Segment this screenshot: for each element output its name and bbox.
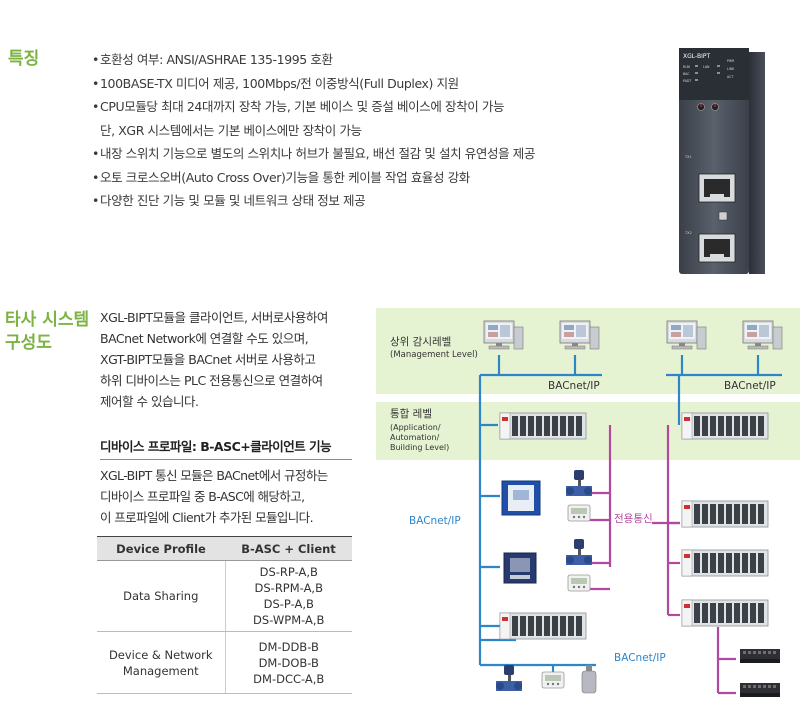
system-title-line2: 구성도 bbox=[5, 333, 52, 353]
table-cell: Data Sharing bbox=[97, 560, 226, 632]
valve-icon bbox=[566, 470, 592, 496]
xgl-bipt-module-image: XGL-BIPT RUN BAC PADT LAN PWR LINK ACT T… bbox=[679, 48, 765, 274]
svg-text:(Application/: (Application/ bbox=[390, 423, 441, 432]
plc-rack-icon bbox=[499, 412, 587, 440]
plc-rack-icon bbox=[681, 549, 769, 577]
thermostat-icon bbox=[541, 671, 565, 689]
feature-item: •호환성 여부: ANSI/ASHRAE 135-1995 호환 bbox=[92, 52, 333, 67]
management-level-label: 상위 감시레벨 bbox=[390, 335, 451, 348]
bacnet-ip-lines bbox=[478, 355, 782, 679]
automation-level-label: 통합 레벨 bbox=[390, 408, 432, 420]
features-list: •호환성 여부: ANSI/ASHRAE 135-1995 호환 •100BAS… bbox=[92, 48, 612, 213]
management-level-sub: (Management Level) bbox=[390, 350, 478, 360]
plc-rack-icon bbox=[499, 612, 587, 640]
svg-text:LAN: LAN bbox=[703, 65, 710, 69]
feature-item: •100BASE-TX 미디어 제공, 100Mbps/전 이중방식(Full … bbox=[92, 75, 459, 91]
table-header-row: Device Profile B-ASC + Client bbox=[97, 536, 352, 561]
svg-text:PADT: PADT bbox=[683, 79, 691, 83]
bacnet-ip-label: BACnet/IP bbox=[409, 515, 461, 527]
port1-label: TX1 bbox=[684, 155, 692, 159]
port2-label: TX2 bbox=[684, 231, 692, 235]
profile-description: XGL-BIPT 통신 모듈은 BACnet에서 규정하는 디바이스 프로파일 … bbox=[100, 468, 328, 525]
svg-text:Automation/: Automation/ bbox=[390, 433, 440, 442]
svg-text:PWR: PWR bbox=[727, 59, 735, 63]
table-row: Device & Network Management DM-DDB-B DM-… bbox=[97, 631, 352, 694]
table-cell: DM-DDB-B DM-DOB-B DM-DCC-A,B bbox=[225, 631, 352, 694]
device-profile-table: Device Profile B-ASC + Client Data Shari… bbox=[97, 536, 352, 694]
table-cell: Device & Network Management bbox=[97, 631, 226, 694]
table-header: B-ASC + Client bbox=[225, 536, 352, 561]
system-description: XGL-BIPT모듈을 클라이언트, 서버로사용하여 BACnet Networ… bbox=[100, 310, 328, 409]
system-title: 타사 시스템 구성도 bbox=[5, 309, 89, 355]
io-brick-icon bbox=[740, 649, 780, 663]
bacnet-ip-label: BACnet/IP bbox=[614, 652, 666, 664]
svg-text:LINK: LINK bbox=[727, 67, 735, 71]
feature-item: •다양한 진단 기능 및 모듈 및 네트워크 상태 정보 제공 bbox=[92, 193, 366, 208]
dedicated-comm-lines bbox=[578, 425, 736, 695]
svg-text:Building Level): Building Level) bbox=[390, 443, 449, 452]
table-header: Device Profile bbox=[97, 536, 225, 561]
controller-icon bbox=[501, 480, 541, 516]
io-brick-icon bbox=[740, 683, 780, 697]
dedicated-comm-label: 전용통신 bbox=[614, 513, 653, 525]
valve-icon bbox=[496, 665, 522, 691]
system-title-line1: 타사 시스템 bbox=[5, 310, 90, 330]
sensor-icon bbox=[581, 665, 597, 694]
thermostat-icon bbox=[567, 504, 591, 522]
table-cell: DS-RP-A,B DS-RPM-A,B DS-P-A,B DS-WPM-A,B bbox=[225, 560, 352, 632]
controller-icon bbox=[503, 552, 537, 584]
features-title: 특징 bbox=[8, 49, 40, 69]
table-row: Data Sharing DS-RP-A,B DS-RPM-A,B DS-P-A… bbox=[97, 560, 352, 632]
thermostat-icon bbox=[567, 574, 591, 592]
network-diagram: 상위 감시레벨 (Management Level) 통합 레벨 (Applic… bbox=[376, 308, 800, 697]
valve-icon bbox=[566, 539, 592, 565]
profile-title: 디바이스 프로파일: B-ASC+클라이언트 기능 bbox=[100, 436, 352, 460]
feature-item: •오토 크로스오버(Auto Cross Over)기능을 통한 케이블 작업 … bbox=[92, 169, 470, 185]
bacnet-ip-label: BACnet/IP bbox=[548, 380, 600, 392]
feature-item: •내장 스위치 기능으로 별도의 스위치나 허브가 불필요, 배선 절감 및 설… bbox=[92, 146, 535, 161]
plc-rack-icon bbox=[681, 412, 769, 440]
feature-item: •CPU모듈당 최대 24대까지 장착 가능, 기본 베이스 및 증설 베이스에… bbox=[92, 99, 505, 138]
module-model-label: XGL-BIPT bbox=[683, 53, 710, 60]
svg-text:ACT: ACT bbox=[727, 75, 733, 79]
plc-rack-icon bbox=[681, 500, 769, 528]
svg-text:BAC: BAC bbox=[683, 72, 690, 76]
svg-text:RUN: RUN bbox=[683, 65, 691, 69]
bacnet-ip-label: BACnet/IP bbox=[724, 380, 776, 392]
plc-rack-icon bbox=[681, 599, 769, 627]
